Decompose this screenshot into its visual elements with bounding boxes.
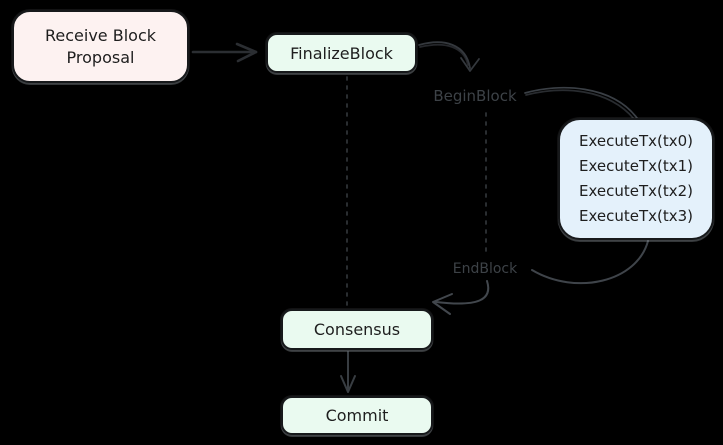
node-consensus-label: Consensus [313, 320, 401, 339]
phase-label-end-block: EndBlock [452, 261, 518, 277]
node-receive-block-proposal: Receive Block Proposal [12, 10, 189, 83]
arrow-consensus-to-commit [340, 351, 356, 393]
curve-beginblock-to-executetx [524, 86, 638, 120]
curve-executetx-to-endblock [531, 240, 649, 285]
phase-label-begin-block: BeginBlock [433, 87, 517, 105]
arrow-receive-to-finalize [191, 42, 258, 63]
node-commit-label: Commit [325, 406, 389, 425]
execute-tx-line-3: ExecuteTx(tx3) [578, 207, 694, 225]
node-consensus: Consensus [281, 309, 433, 350]
node-execute-tx: ExecuteTx(tx0) ExecuteTx(tx1) ExecuteTx(… [558, 118, 714, 240]
node-finalize-block-label: FinalizeBlock [290, 43, 393, 63]
execute-tx-line-0: ExecuteTx(tx0) [578, 132, 694, 150]
node-commit: Commit [281, 396, 433, 435]
execute-tx-line-2: ExecuteTx(tx2) [578, 182, 694, 200]
node-receive-block-proposal-label: Receive Block Proposal [45, 25, 156, 67]
node-finalize-block: FinalizeBlock [266, 33, 417, 73]
arrow-finalize-to-beginblock [418, 41, 480, 72]
execute-tx-line-1: ExecuteTx(tx1) [578, 157, 694, 175]
arrow-endblock-to-consensus [432, 280, 490, 315]
